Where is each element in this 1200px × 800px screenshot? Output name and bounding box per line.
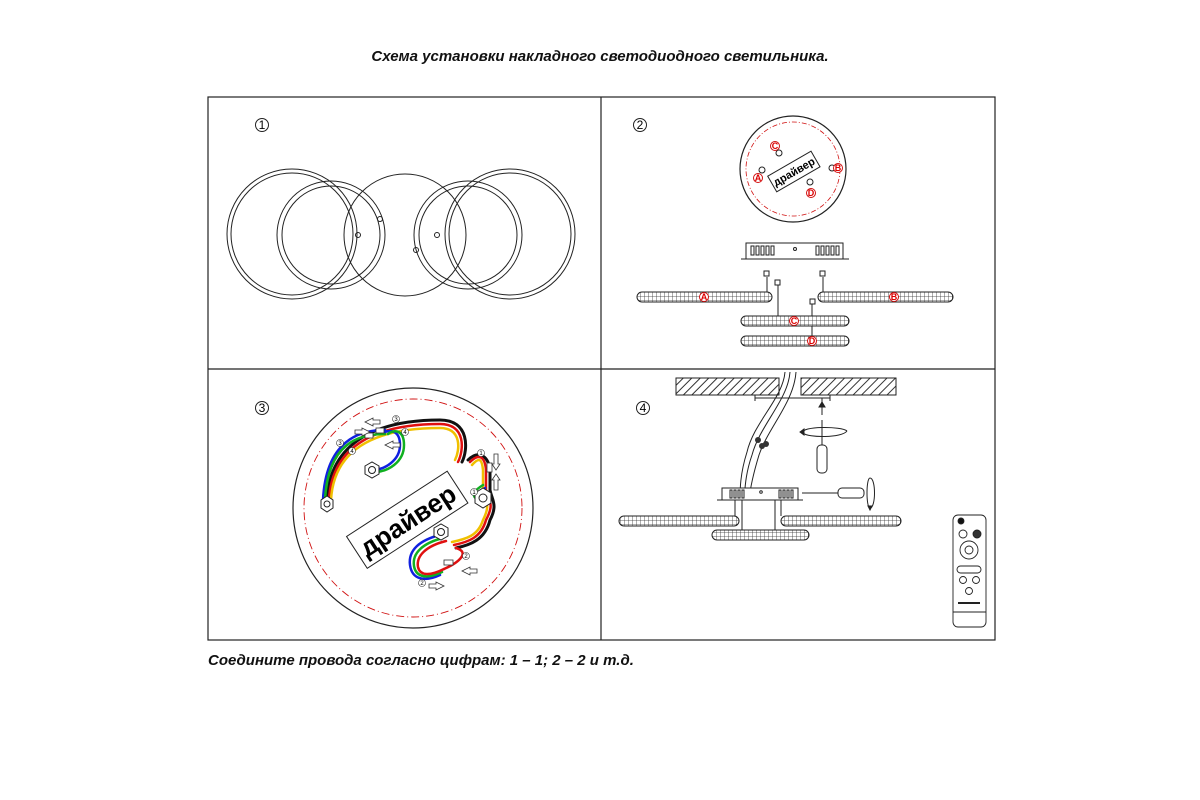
- wire-number-markers: 3 4 3 4 1 1 2 2: [336, 415, 485, 587]
- panel-3: 3: [255, 387, 534, 629]
- svg-text:4: 4: [350, 449, 354, 455]
- svg-text:B: B: [891, 292, 898, 302]
- svg-text:1: 1: [472, 490, 476, 496]
- hex-terminals: [320, 461, 492, 541]
- svg-text:3: 3: [394, 417, 398, 423]
- svg-text:1: 1: [259, 118, 266, 132]
- ceiling: [675, 377, 897, 401]
- cable-connector: [755, 437, 769, 449]
- driver-box-side-view: [741, 242, 849, 260]
- panel-4: 4: [618, 371, 987, 628]
- step-number-2: 2: [633, 118, 647, 132]
- svg-text:3: 3: [338, 441, 342, 447]
- svg-text:B: B: [835, 163, 842, 173]
- svg-text:2: 2: [420, 581, 424, 587]
- luminaire-top-view: [226, 168, 576, 300]
- svg-text:A: A: [701, 292, 708, 302]
- screwdriver-horizontal: [802, 477, 875, 512]
- svg-text:1: 1: [479, 451, 483, 457]
- led-bars-connection: [636, 270, 954, 347]
- dashed-ring: [303, 398, 523, 618]
- driver-box-mounted: [618, 487, 902, 541]
- svg-text:D: D: [808, 188, 815, 198]
- remote-control-icon: [952, 514, 987, 628]
- svg-text:2: 2: [464, 554, 468, 560]
- step-number-1: 1: [255, 118, 269, 132]
- driver-plate-top-view: драйвер A B C D: [739, 115, 847, 223]
- svg-text:C: C: [772, 141, 779, 151]
- panel-2: 2 драйвер A B C D: [633, 115, 954, 347]
- panel-grid-frame: [207, 96, 996, 641]
- step-number-3: 3: [255, 401, 269, 415]
- svg-text:3: 3: [259, 401, 266, 415]
- svg-text:C: C: [791, 316, 798, 326]
- svg-text:D: D: [809, 336, 816, 346]
- step-number-4: 4: [636, 401, 650, 415]
- svg-text:4: 4: [640, 401, 647, 415]
- svg-text:4: 4: [403, 430, 407, 436]
- connector-arrows: [354, 417, 501, 591]
- svg-text:A: A: [755, 173, 762, 183]
- page-title: Схема установки накладного светодиодного…: [371, 48, 829, 65]
- screw-and-screwdriver-vertical: [799, 398, 848, 474]
- svg-text:2: 2: [637, 118, 644, 132]
- panel-1: 1: [226, 118, 576, 300]
- instruction-caption: Соедините провода согласно цифрам: 1 – 1…: [208, 652, 634, 669]
